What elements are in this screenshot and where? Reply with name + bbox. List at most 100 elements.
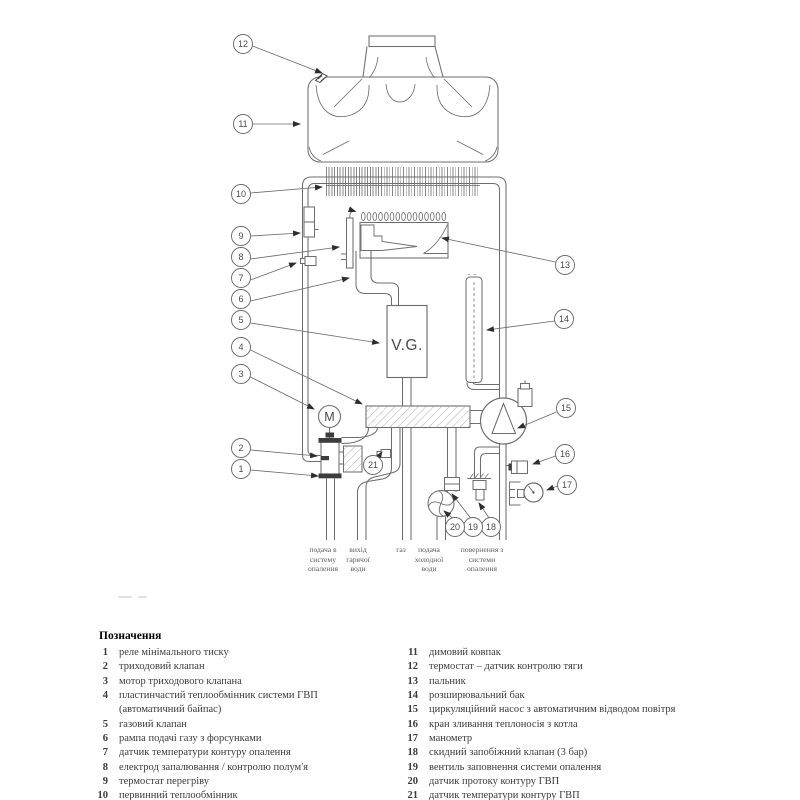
gas-ramp xyxy=(355,251,400,306)
plate-heat-exchanger xyxy=(341,405,500,445)
svg-text:9: 9 xyxy=(238,231,243,241)
ignition-electrode xyxy=(341,206,357,269)
callout-15: 15 xyxy=(556,398,576,418)
svg-text:21: 21 xyxy=(368,460,378,470)
callout-20: 20 xyxy=(445,517,465,537)
svg-text:20: 20 xyxy=(450,522,460,532)
callouts: 1 2 3 4 5 6 7 8 9 10 11 12 13 14 15 16 1… xyxy=(231,34,577,537)
svg-text:17: 17 xyxy=(562,480,572,490)
svg-text:1: 1 xyxy=(238,464,243,474)
svg-text:18: 18 xyxy=(486,522,496,532)
scan-artifact xyxy=(118,596,132,598)
callout-8: 8 xyxy=(231,247,251,267)
callout-10: 10 xyxy=(231,184,251,204)
motor-label: M xyxy=(324,410,334,424)
callout-18: 18 xyxy=(481,517,501,537)
callout-19: 19 xyxy=(463,517,483,537)
svg-text:11: 11 xyxy=(238,119,247,129)
svg-text:5: 5 xyxy=(238,315,243,325)
svg-text:2: 2 xyxy=(238,443,243,453)
callout-14: 14 xyxy=(554,309,574,329)
flue-collar xyxy=(362,35,444,78)
legend-heading: Позначення xyxy=(99,630,162,642)
heating-supply-pipe xyxy=(325,478,336,540)
svg-text:15: 15 xyxy=(561,403,571,413)
callout-13: 13 xyxy=(555,255,575,275)
scan-artifact xyxy=(138,596,147,598)
svg-text:8: 8 xyxy=(238,252,243,262)
dhw-pipe xyxy=(356,427,401,540)
callout-3: 3 xyxy=(231,364,251,384)
svg-text:7: 7 xyxy=(238,273,243,283)
gas-pipe xyxy=(401,377,412,540)
callout-9: 9 xyxy=(231,226,251,246)
expansion-tank xyxy=(465,274,500,391)
flue-hood xyxy=(307,56,499,163)
circulation-pump xyxy=(479,380,533,445)
callout-2: 2 xyxy=(231,438,251,458)
air-vent xyxy=(517,380,533,408)
burner xyxy=(359,221,449,259)
valve-motor xyxy=(317,404,342,429)
svg-text:6: 6 xyxy=(238,294,243,304)
callout-1: 1 xyxy=(231,459,251,479)
draught-thermostat xyxy=(314,72,328,84)
manometer xyxy=(508,481,544,506)
callout-11: 11 xyxy=(233,114,253,134)
cold-water-pipe xyxy=(427,427,461,540)
callout-17: 17 xyxy=(557,475,577,495)
pipe-label-gas: газ xyxy=(396,545,406,554)
callout-leaders xyxy=(250,45,558,519)
three-way-valve xyxy=(318,427,363,479)
safety-valve xyxy=(467,446,500,501)
callout-12: 12 xyxy=(233,34,253,54)
legend-item-continuation: (автоматичний байпас) xyxy=(119,704,222,716)
boiler-diagram: 1 2 3 4 5 6 7 8 9 10 11 12 13 14 15 16 1… xyxy=(231,34,577,540)
svg-text:14: 14 xyxy=(559,314,569,324)
callout-6: 6 xyxy=(231,289,251,309)
callout-21: 21 xyxy=(363,455,383,475)
callout-4: 4 xyxy=(231,337,251,357)
callout-7: 7 xyxy=(231,268,251,288)
burner-flames xyxy=(361,211,447,221)
svg-text:3: 3 xyxy=(238,369,243,379)
gas-valve-label: V.G. xyxy=(391,337,423,354)
svg-text:13: 13 xyxy=(560,260,570,270)
svg-text:10: 10 xyxy=(236,189,246,199)
callout-5: 5 xyxy=(231,310,251,330)
svg-text:4: 4 xyxy=(238,342,243,352)
callout-16: 16 xyxy=(555,444,575,464)
svg-text:12: 12 xyxy=(238,39,248,49)
drain-valve xyxy=(506,460,529,475)
svg-text:16: 16 xyxy=(560,449,570,459)
svg-text:19: 19 xyxy=(468,522,478,532)
gas-valve xyxy=(386,304,428,379)
